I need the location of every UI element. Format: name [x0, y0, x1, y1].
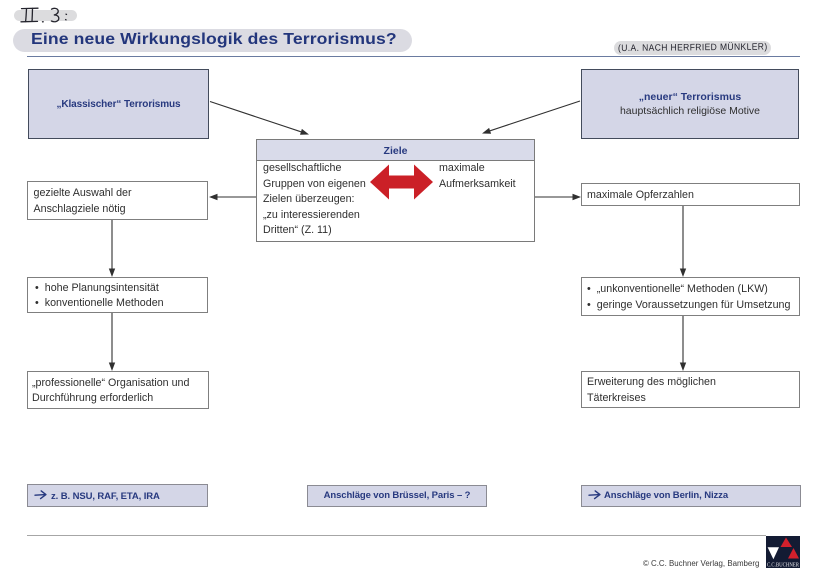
svg-text:C.C.BUCHNER: C.C.BUCHNER — [767, 562, 800, 568]
